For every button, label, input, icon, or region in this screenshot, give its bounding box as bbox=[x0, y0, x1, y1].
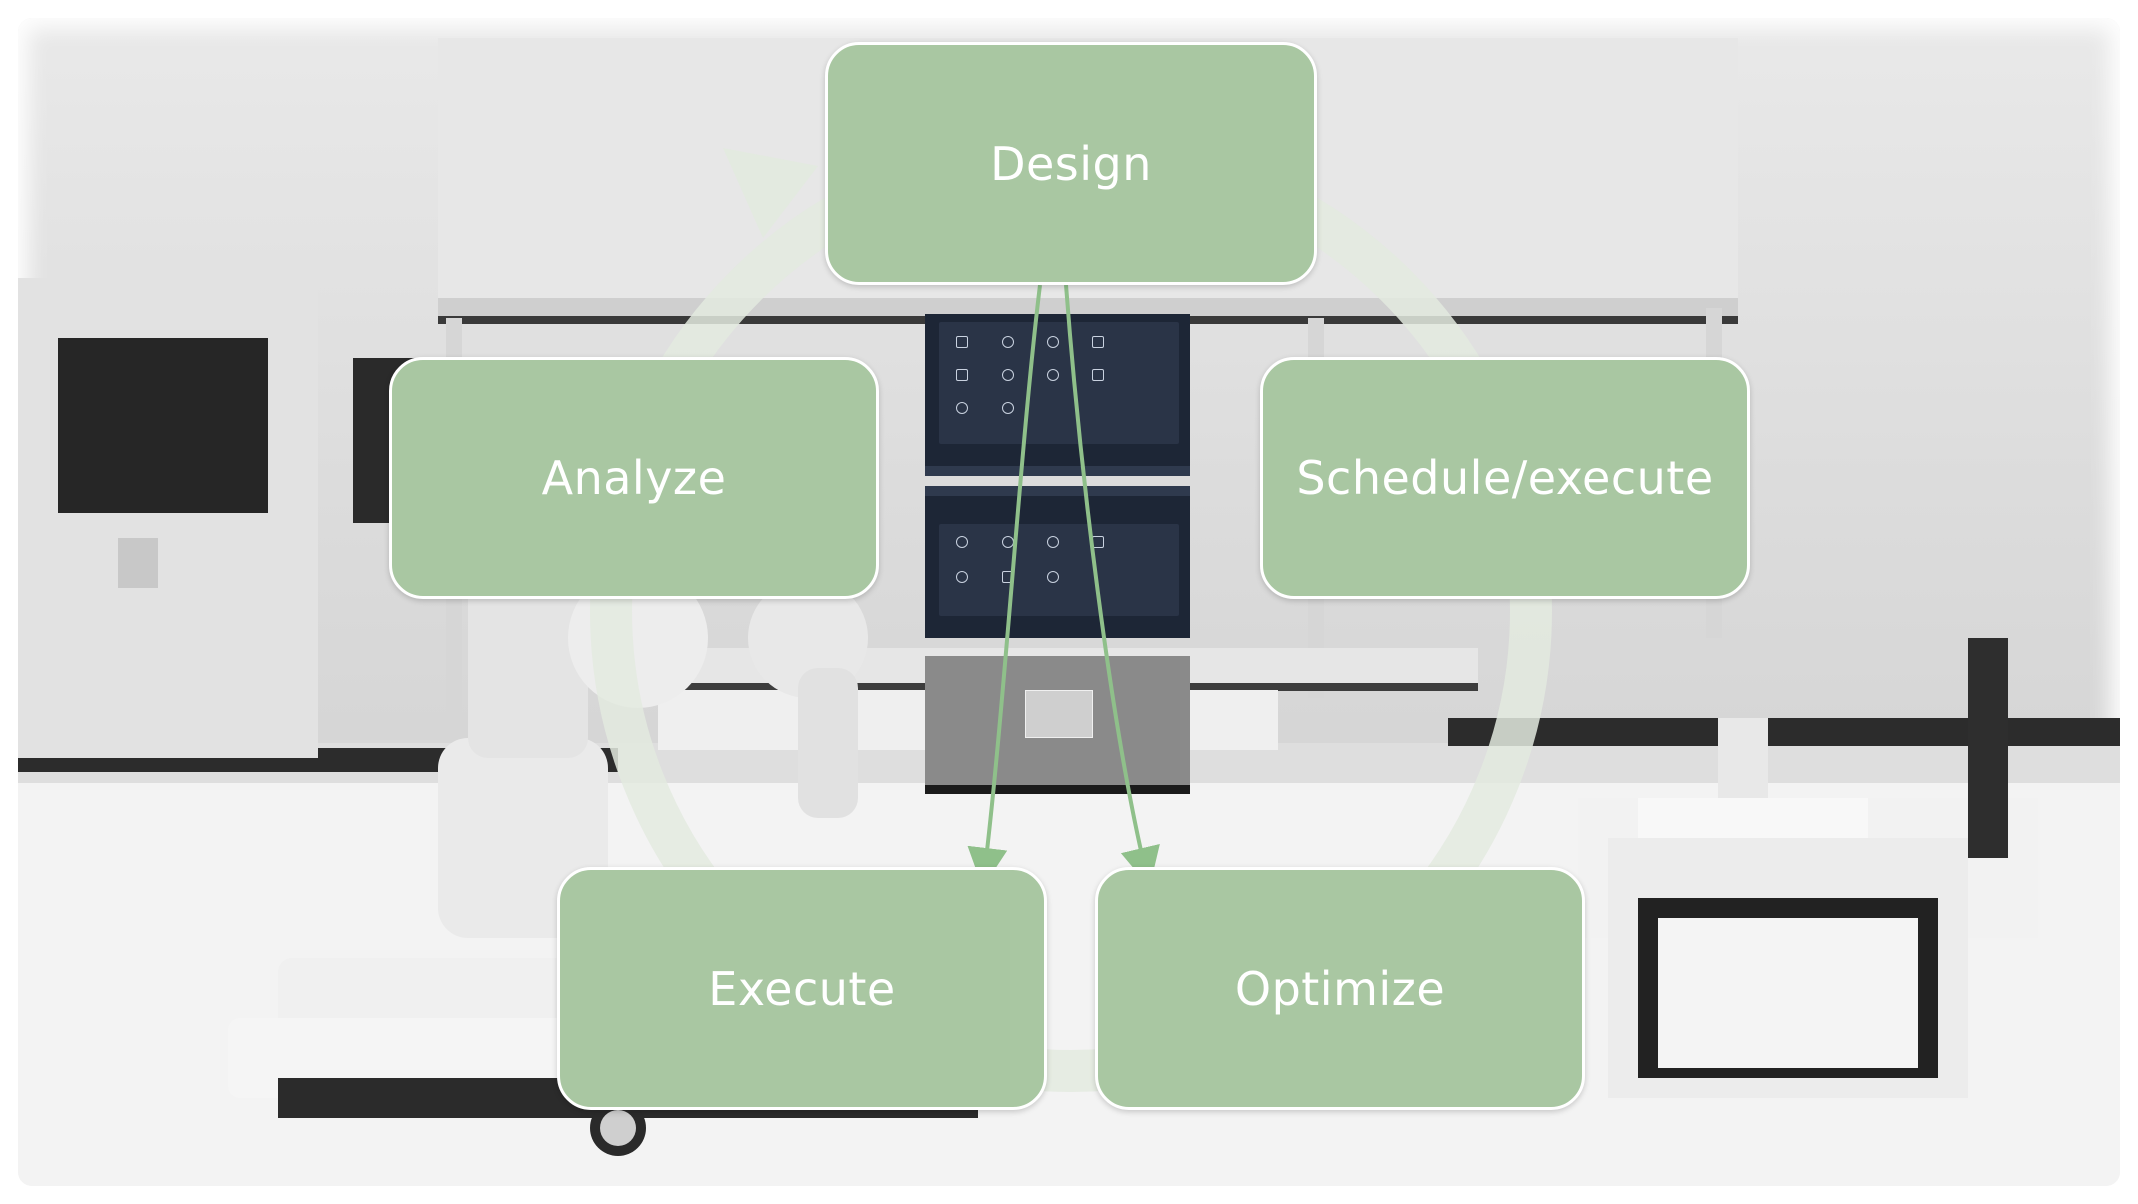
browser-tab-bar bbox=[925, 648, 1190, 656]
stage-analyze: Analyze bbox=[389, 357, 879, 599]
flask-icon bbox=[1002, 369, 1014, 381]
clock-icon bbox=[1047, 571, 1059, 583]
list-icon bbox=[956, 336, 968, 348]
globe-icon bbox=[1002, 536, 1014, 548]
flask-icon bbox=[956, 536, 968, 548]
modal-dialog bbox=[1025, 690, 1093, 738]
image-icon bbox=[956, 369, 968, 381]
close-circle-icon bbox=[956, 571, 968, 583]
code-icon bbox=[1002, 571, 1014, 583]
stage-label: Execute bbox=[708, 961, 896, 1016]
screenshot-header-bar bbox=[925, 486, 1190, 496]
screenshot-panel bbox=[939, 524, 1179, 616]
book-icon bbox=[1092, 369, 1104, 381]
stage-label: Schedule/execute bbox=[1296, 451, 1714, 505]
target-icon bbox=[1002, 336, 1014, 348]
screenshot-footer-bar bbox=[925, 466, 1190, 476]
layers-icon bbox=[1092, 336, 1104, 348]
wrench-icon bbox=[956, 402, 968, 414]
stage-design: Design bbox=[825, 42, 1317, 285]
software-screenshot-dashboard-2 bbox=[925, 486, 1190, 638]
stage-optimize: Optimize bbox=[1095, 867, 1585, 1110]
stage-schedule-execute: Schedule/execute bbox=[1260, 357, 1750, 599]
software-screenshot-dialog bbox=[925, 648, 1190, 794]
screenshot-panel bbox=[939, 322, 1179, 444]
software-screenshot-dashboard-1 bbox=[925, 314, 1190, 476]
globe-icon bbox=[1047, 369, 1059, 381]
stage-label: Analyze bbox=[541, 451, 727, 505]
layers-icon bbox=[1092, 536, 1104, 548]
target-icon bbox=[1047, 336, 1059, 348]
stage-label: Design bbox=[990, 136, 1152, 191]
stage-label: Optimize bbox=[1234, 961, 1446, 1016]
stage-execute: Execute bbox=[557, 867, 1047, 1110]
taskbar bbox=[925, 785, 1190, 794]
person-icon bbox=[1047, 536, 1059, 548]
clock-icon bbox=[1002, 402, 1014, 414]
